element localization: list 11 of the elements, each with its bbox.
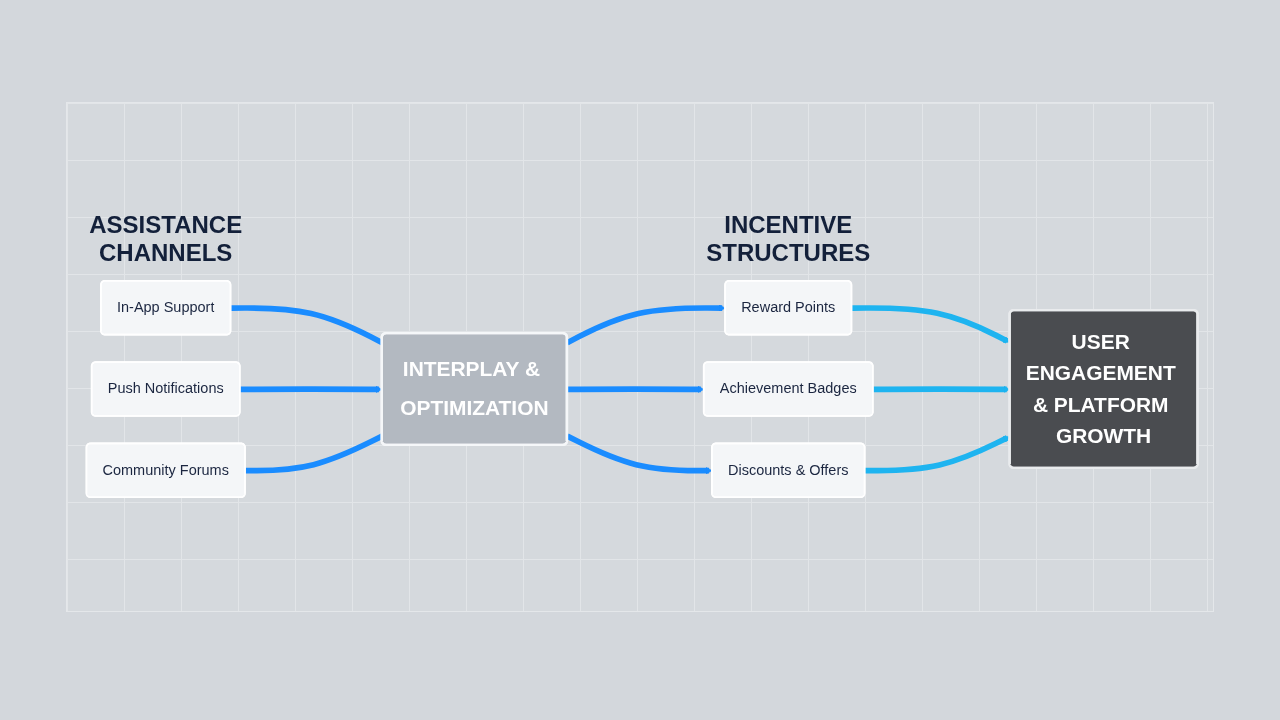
column-heading: INCENTIVE STRUCTURES [705, 210, 872, 267]
channel-tile: Discounts & Offers [711, 442, 866, 499]
channel-tile: Community Forums [85, 442, 246, 499]
channel-tile: Push Notifications [90, 361, 241, 417]
channel-tile: Reward Points [724, 279, 853, 336]
channel-tile: In-App Support [100, 279, 232, 336]
hub-box: INTERPLAY & OPTIMIZATION [380, 331, 569, 447]
arrow [566, 304, 726, 346]
channel-tile: Achievement Badges [702, 361, 874, 417]
outcome-box: USER ENGAGEMENT & PLATFORM GROWTH [1008, 308, 1199, 470]
column-heading: ASSISTANCE CHANNELS [88, 210, 244, 267]
